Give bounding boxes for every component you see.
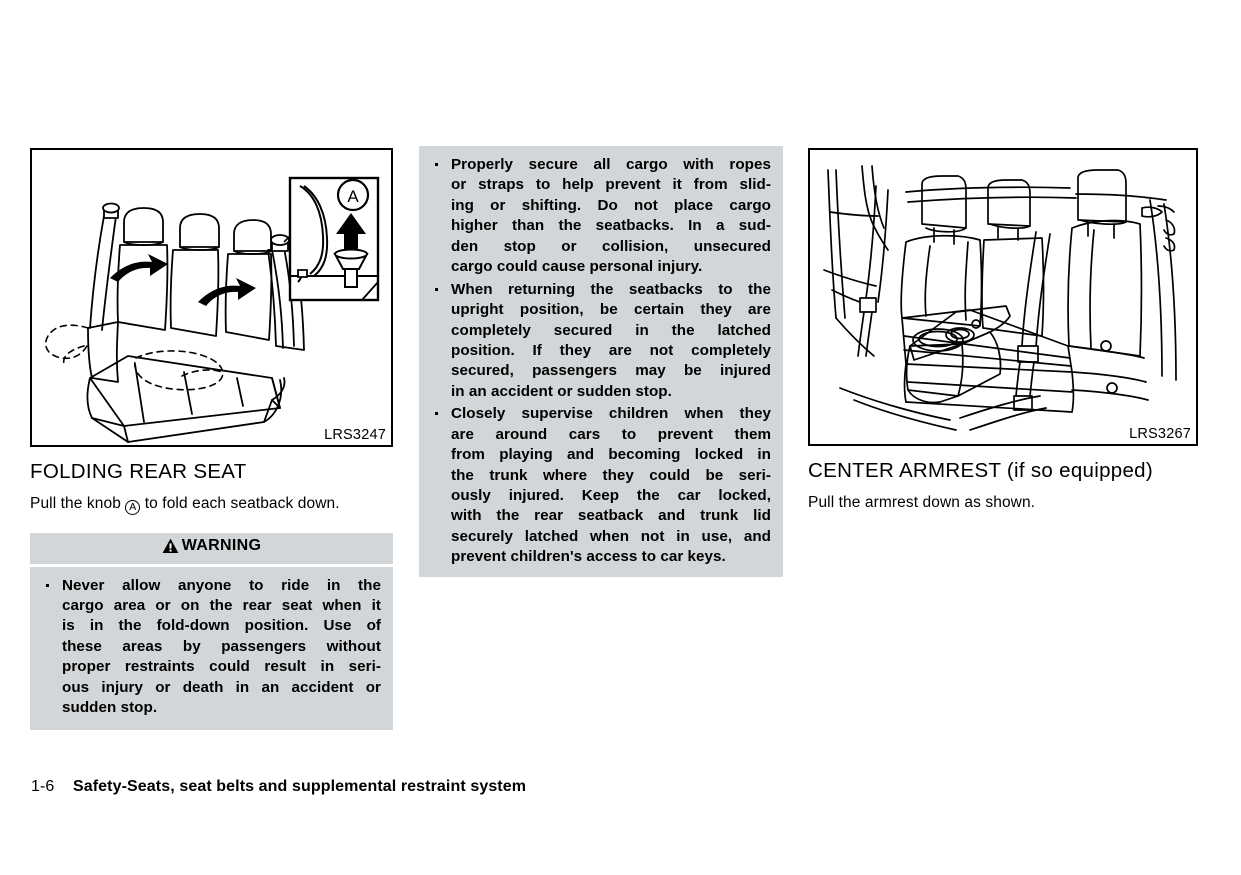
warning-line: sudden stop. (62, 699, 158, 717)
warning-line: completely secured in the latched (451, 321, 771, 339)
folding-rear-seat-heading: FOLDING REAR SEAT (30, 460, 247, 483)
warning-line: ously injured. Keep the car locked, (451, 487, 771, 504)
instruction-text-part2: to fold each seatback (144, 494, 294, 512)
left-column: A LRS3247 FOLDING REAR SEAT Pull the kno… (30, 148, 393, 730)
warning-line: Closely supervise children when they (451, 405, 771, 423)
instruction-text-part1: Pull the knob (30, 494, 121, 512)
warning-line: higher than the seatbacks. In a sud- (451, 217, 771, 235)
warning-line: cargo could cause personal injury. (451, 258, 703, 276)
folding-rear-seat-figure: A LRS3247 (30, 148, 393, 447)
warning-line: is in the fold-down position. Use of (62, 617, 381, 635)
warning-line: these areas by passengers without (62, 637, 381, 655)
warning-header-left: WARNING (30, 532, 393, 564)
center-armrest-instructions: Pull the armrest down as shown. (808, 493, 1036, 511)
center-armrest-illustration (823, 165, 1177, 431)
warning-line: When returning the seatbacks to the (451, 280, 771, 298)
warning-line: are around cars to prevent them (451, 425, 771, 443)
warning-line: position. If they are not completely (451, 341, 771, 359)
warning-line: secured, passengers may be injured (451, 362, 771, 380)
up-arrow-icon (336, 213, 366, 249)
warning-line: cargo area or on the rear seat when it (62, 597, 381, 614)
page-number: 1-6 (31, 778, 55, 795)
warning-line: securely latched when not in use, and (451, 527, 771, 545)
warning-line: in an accident or sudden stop. (451, 382, 672, 400)
instruction-text-part3: down. (297, 494, 340, 512)
warning-line: Properly secure all cargo with ropes (451, 156, 771, 173)
warning-line: with the rear seatback and trunk lid (451, 507, 771, 525)
warning-line: proper restraints could result in seri- (62, 658, 381, 676)
warning-line: from playing and becoming locked in (451, 446, 771, 464)
middle-column: Properly secure all cargo with ropes or … (419, 146, 783, 577)
warning-line: Never allow anyone to ride in the (62, 576, 381, 594)
knob-detail-inset: A (288, 176, 380, 302)
warning-line: upright position, be certain they are (451, 301, 771, 319)
figure-code-left: LRS3247 (323, 427, 387, 444)
center-armrest-heading: CENTER ARMREST (if so equipped) (808, 459, 1154, 482)
warning-continuation-panel: Properly secure all cargo with ropes or … (419, 146, 783, 577)
folding-rear-seat-illustration: A (44, 176, 380, 443)
warning-label-left: WARNING (181, 536, 262, 554)
warning-bullet-list-left: Never allow anyone to ride in the cargo … (40, 576, 381, 719)
folding-rear-seat-instructions: Pull the knob A to fold each seatback do… (30, 493, 393, 515)
center-armrest-figure: LRS3267 (808, 148, 1198, 446)
callout-a-label: A (347, 187, 359, 206)
right-column: LRS3267 CENTER ARMREST (if so equipped) … (808, 148, 1198, 513)
warning-line: ing or shifting. Do not place cargo (451, 196, 771, 214)
warning-line: the trunk where they could be seri- (451, 466, 771, 484)
warning-line: den stop or collision, unsecured (451, 237, 771, 255)
warning-bullet-list-middle: Properly secure all cargo with ropes or … (429, 155, 771, 568)
warning-bullet-item: Never allow anyone to ride in the cargo … (40, 576, 381, 719)
page-footer: 1-6 Safety-Seats, seat belts and supplem… (31, 778, 526, 796)
fold-arrow-icon (110, 254, 256, 306)
warning-bullet-item: When returning the seatbacks to the upri… (429, 280, 771, 403)
footer-chapter-title: Safety-Seats, seat belts and supplementa… (72, 778, 527, 795)
warning-bullet-item: Closely supervise children when they are… (429, 404, 771, 568)
warning-triangle-icon (162, 538, 179, 553)
warning-body-left: Never allow anyone to ride in the cargo … (30, 566, 393, 730)
warning-line: prevent children's access to car keys. (451, 548, 726, 566)
warning-bullet-item: Properly secure all cargo with ropes or … (429, 155, 771, 278)
knob-a-symbol: A (125, 499, 141, 515)
figure-code-right: LRS3267 (1128, 426, 1192, 443)
warning-line: ous injury or death in an accident or (62, 678, 381, 696)
warning-line: or straps to help prevent it from slid- (451, 176, 771, 194)
